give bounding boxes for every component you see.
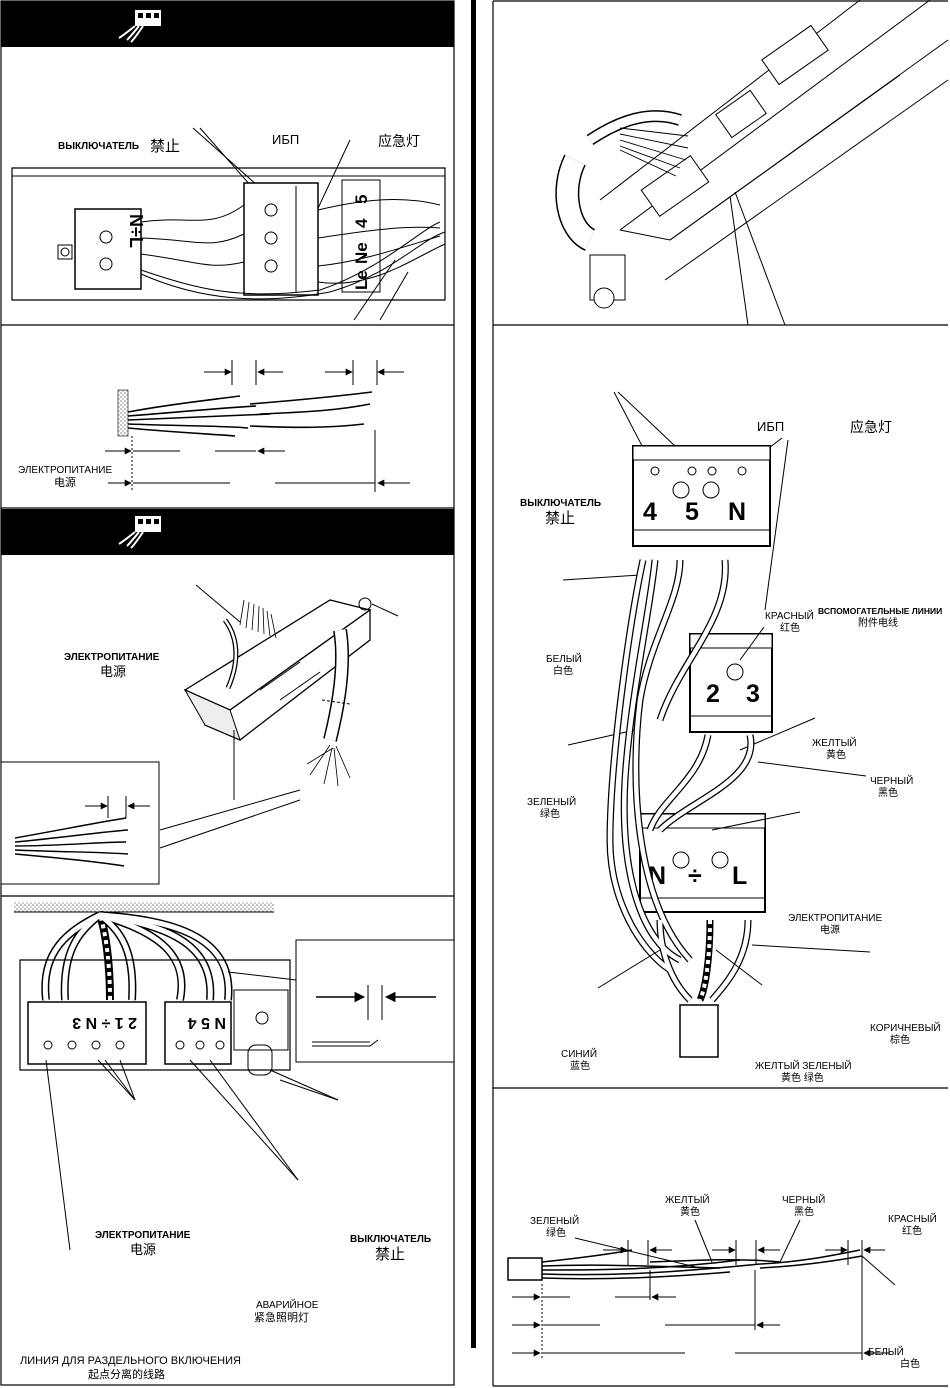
panel-left-4: 2 1 ÷ N 3 N 5 4 ЭЛЕКТРОПИТАНИЕ 电源 ВЫКЛЮЧ… bbox=[1, 895, 455, 1381]
earth-symbol-icon: ÷ bbox=[688, 862, 702, 890]
black-label: ЧЕРНЫЙ bbox=[782, 1193, 825, 1206]
white-label: БЕЛЫЙ bbox=[546, 652, 582, 665]
yellow-green-label: ЖЕЛТЫЙ ЗЕЛЕНЫЙ bbox=[755, 1059, 852, 1072]
power-label: ЭЛЕКТРОПИТАНИЕ bbox=[18, 465, 112, 476]
panel-left-1: ВЫКЛЮЧАТЕЛЬ 禁止 ИБП 应急灯 N÷L 4 5 Ne Le bbox=[1, 127, 454, 326]
ups-label: ИБП bbox=[757, 419, 784, 434]
emergency-cn-label: 应急灯 bbox=[378, 133, 420, 149]
green-label: ЗЕЛЕНЫЙ bbox=[527, 795, 576, 808]
terminal-block-left bbox=[27, 1001, 147, 1065]
blue-label: СИНИЙ bbox=[561, 1047, 597, 1060]
wire-bundle bbox=[140, 199, 446, 300]
terminal-3: 3 bbox=[746, 680, 760, 708]
ups-label: ИБП bbox=[272, 132, 299, 147]
blue-cn-label: 蓝色 bbox=[570, 1059, 590, 1072]
green-cn-label: 绿色 bbox=[540, 807, 560, 820]
red-cn-label: 红色 bbox=[780, 621, 800, 634]
red-label: КРАСНЫЙ bbox=[765, 609, 814, 622]
panel-left-2: ЭЛЕКТРОПИТАНИЕ 电源 bbox=[1, 360, 454, 509]
brown-cn-label: 棕色 bbox=[890, 1033, 910, 1046]
aux-label: ВСПОМОГАТЕЛЬНЫЕ ЛИНИИ bbox=[818, 606, 942, 616]
brown-label: КОРИЧНЕВЫЙ bbox=[870, 1021, 941, 1034]
black-cn-label: 黑色 bbox=[878, 786, 898, 799]
emergency-label: АВАРИЙНОЕ bbox=[256, 1298, 319, 1311]
yellow-cn-label: 黄色 bbox=[826, 748, 846, 761]
yellow-green-cn-label: 黄色 绿色 bbox=[781, 1071, 824, 1084]
power-cn-label: 电源 bbox=[130, 1242, 156, 1257]
black-label: ЧЕРНЫЙ bbox=[870, 774, 913, 787]
power-cn-label: 电源 bbox=[54, 475, 76, 489]
split-line-cn-label: 起点分离的线路 bbox=[88, 1367, 165, 1381]
white-cn-label: 白色 bbox=[900, 1357, 920, 1370]
switch-cn-label: 禁止 bbox=[150, 138, 180, 155]
panel-right-2: ИБП 应急灯 ВЫКЛЮЧАТЕЛЬ 禁止 4 5 N КРАСНЫЙ 红色 … bbox=[493, 391, 948, 1089]
emergency-cn-label: 应急灯 bbox=[850, 419, 892, 435]
connector-block-icon bbox=[118, 10, 161, 43]
split-line-label: ЛИНИЯ ДЛЯ РАЗДЕЛЬНОГО ВКЛЮЧЕНИЯ bbox=[20, 1355, 241, 1367]
green-cn-label: 绿色 bbox=[546, 1226, 566, 1239]
yellow-cn-label: 黄色 bbox=[680, 1205, 700, 1218]
white-label: БЕЛЫЙ bbox=[868, 1345, 904, 1358]
switch-cn-label: 禁止 bbox=[375, 1246, 405, 1263]
yellow-label: ЖЕЛТЫЙ bbox=[812, 736, 857, 749]
yellow-label: ЖЕЛТЫЙ bbox=[665, 1193, 710, 1206]
terminal-4-label: 4 bbox=[352, 218, 371, 228]
terminal-5: 5 bbox=[685, 498, 699, 526]
terminal-block-right-label: N 5 4 bbox=[188, 1014, 226, 1031]
panel-right-1 bbox=[493, 0, 949, 326]
black-cn-label: 黑色 bbox=[794, 1205, 814, 1218]
ups-terminal-block bbox=[243, 182, 319, 296]
terminal-2: 2 bbox=[706, 680, 720, 708]
white-cn-label: 白色 bbox=[553, 664, 573, 677]
connector-block-icon bbox=[118, 516, 161, 549]
terminal-4: 4 bbox=[643, 498, 657, 526]
emergency-cn-label: 紧急照明灯 bbox=[254, 1310, 309, 1324]
aux-cn-label: 附件电线 bbox=[858, 616, 898, 629]
nl-terminal-block bbox=[74, 208, 142, 290]
power-label: ЭЛЕКТРОПИТАНИЕ bbox=[64, 652, 160, 663]
terminal-block-45n bbox=[632, 445, 771, 547]
terminal-ne-label: Ne bbox=[352, 242, 371, 264]
power-label: ЭЛЕКТРОПИТАНИЕ bbox=[788, 913, 882, 924]
power-cn-label: 电源 bbox=[820, 923, 840, 936]
header-bar-2 bbox=[1, 509, 454, 555]
terminal-block-left-label: 2 1 ÷ N 3 bbox=[72, 1014, 137, 1031]
terminal-5-label: 5 bbox=[352, 195, 371, 204]
column-separator bbox=[471, 0, 476, 1348]
red-cn-label: 红色 bbox=[902, 1224, 922, 1237]
header-bar-1 bbox=[1, 1, 454, 47]
terminal-block-right bbox=[164, 1001, 232, 1065]
panel-right-3: ЗЕЛЕНЫЙ 绿色 ЖЕЛТЫЙ 黄色 ЧЕРНЫЙ 黑色 КРАСНЫЙ 红… bbox=[507, 1193, 937, 1370]
switch-cn-label: 禁止 bbox=[545, 510, 575, 527]
panel-left-3: ЭЛЕКТРОПИТАНИЕ 电源 bbox=[0, 584, 399, 885]
terminal-l: L bbox=[732, 862, 747, 890]
terminal-n: N bbox=[728, 498, 746, 526]
power-cn-label: 电源 bbox=[100, 664, 126, 679]
switch-label: ВЫКЛЮЧАТЕЛЬ bbox=[58, 141, 139, 152]
switch-label: ВЫКЛЮЧАТЕЛЬ bbox=[520, 498, 601, 509]
power-label: ЭЛЕКТРОПИТАНИЕ bbox=[95, 1230, 191, 1241]
red-label: КРАСНЫЙ bbox=[888, 1212, 937, 1225]
switch-label: ВЫКЛЮЧАТЕЛЬ bbox=[350, 1234, 431, 1245]
green-label: ЗЕЛЕНЫЙ bbox=[530, 1214, 579, 1227]
nl-terminal-label: N÷L bbox=[126, 214, 146, 248]
